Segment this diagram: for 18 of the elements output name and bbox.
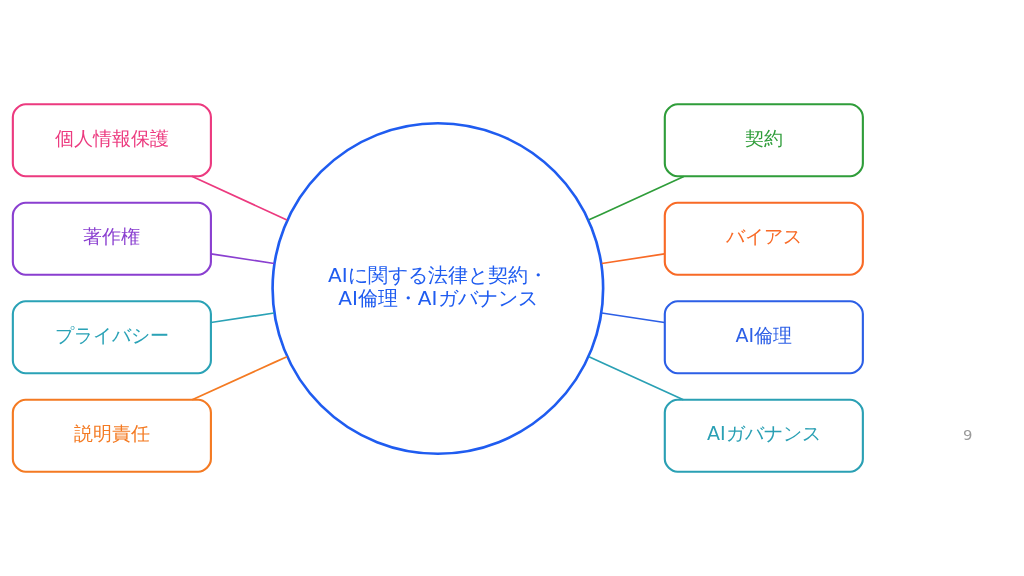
connector [210, 312, 275, 324]
label: 9 [963, 425, 973, 443]
connector [210, 252, 275, 265]
connector [190, 175, 288, 221]
connector [588, 355, 685, 401]
node-box: バイアス [663, 201, 864, 276]
node-box: AI倫理 [663, 300, 864, 375]
node-box: 著作権 [11, 201, 212, 276]
connector [191, 355, 288, 401]
node-box: 説明責任 [11, 398, 212, 473]
node-box: 個人情報保護 [11, 103, 212, 178]
connector [588, 175, 685, 221]
node-circle: AIに関する法律と契約・AI倫理・AIガバナンス [271, 121, 605, 456]
node-box: プライバシー [11, 300, 212, 375]
connector [600, 253, 666, 265]
connector [600, 312, 666, 324]
node-box: AIガバナンス [663, 398, 864, 473]
node-box: 契約 [663, 103, 864, 178]
